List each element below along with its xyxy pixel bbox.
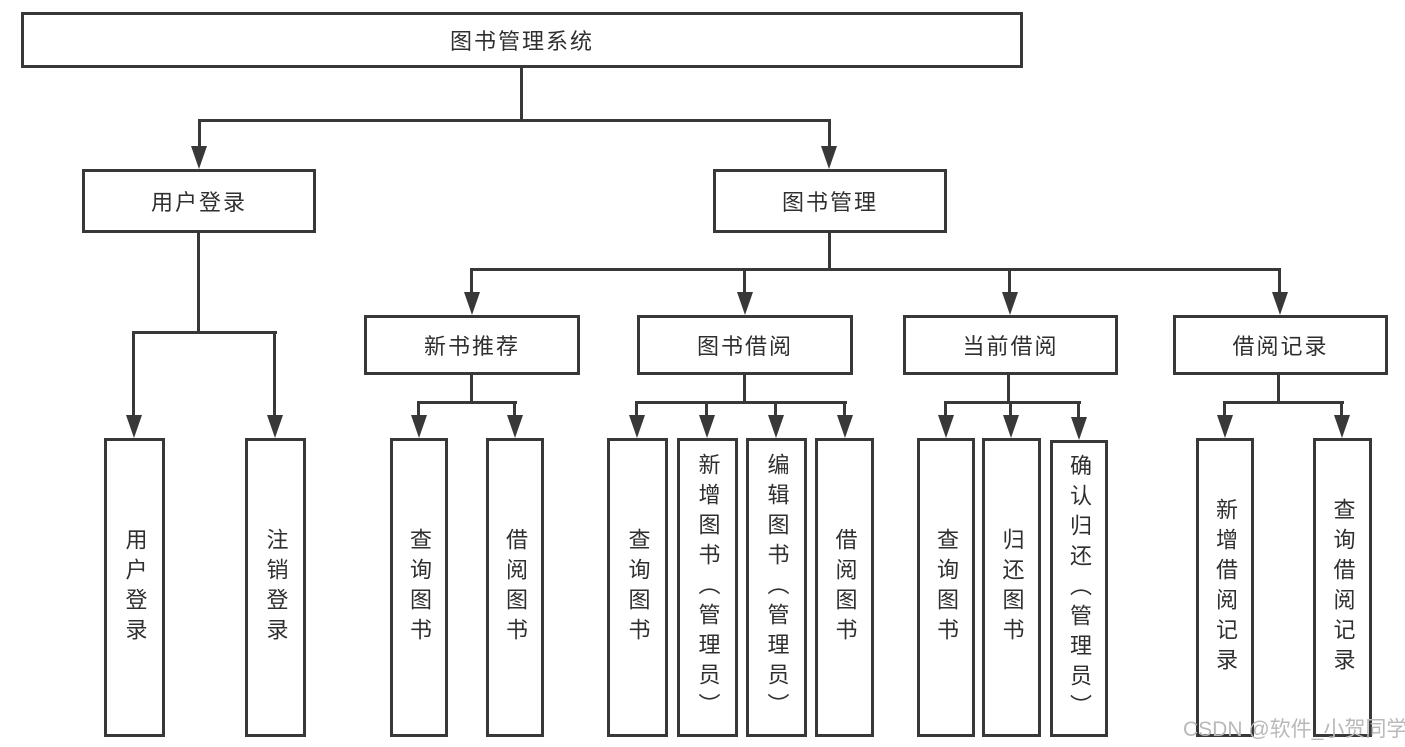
arrowhead-down-icon [507,415,523,438]
node-leaf-confirm-return-admin-label: 确认归还（管理员） [1067,453,1092,724]
node-leaf-borrow-book-2: 借阅图书 [815,438,874,737]
node-leaf-add-borrow-record: 新增借阅记录 [1196,438,1254,737]
connector-bookmgmt-shaft [1008,268,1011,294]
connector-borrowing-bar [635,401,847,404]
arrowhead-down-icon [191,146,207,169]
connector-root-bar [198,119,831,122]
connector-borrowing-shaft [843,401,846,417]
connector-userlogin-trunk [197,233,200,334]
connector-records-shaft [1340,401,1343,417]
connector-userlogin-shaft [132,331,135,415]
node-leaf-borrow-book-2-label: 借阅图书 [832,527,858,648]
node-current-borrowing: 当前借阅 [903,315,1118,375]
arrowhead-down-icon [821,146,837,169]
node-leaf-query-book-1: 查询图书 [390,438,448,737]
arrowhead-down-icon [267,415,283,438]
arrowhead-down-icon [837,415,853,438]
connector-newbook-trunk [470,375,473,404]
node-leaf-query-book-3: 查询图书 [917,438,975,737]
node-leaf-query-book-1-label: 查询图书 [407,527,432,648]
connector-newbook-bar [417,401,517,404]
node-library-system: 图书管理系统 [21,12,1023,68]
node-book-borrowing: 图书借阅 [637,315,853,375]
node-leaf-return-book: 归还图书 [982,438,1041,737]
connector-bookmgmt-shaft [1278,268,1281,294]
node-borrowing-records: 借阅记录 [1173,315,1388,375]
node-leaf-user-login-label: 用户登录 [122,527,148,648]
node-leaf-query-borrow-record: 查询借阅记录 [1313,438,1372,737]
arrowhead-down-icon [1002,292,1018,315]
node-leaf-user-login: 用户登录 [104,438,165,737]
connector-borrowing-shaft [774,401,777,417]
connector-current-shaft [1009,401,1012,417]
connector-borrowing-shaft [635,401,638,417]
node-leaf-query-book-2: 查询图书 [607,438,668,737]
connector-userlogin-bar [132,331,277,334]
node-leaf-borrow-book-1: 借阅图书 [486,438,544,737]
node-leaf-edit-book-admin-label: 编辑图书（管理员） [764,452,790,723]
node-user-login: 用户登录 [82,169,316,233]
arrowhead-down-icon [126,415,142,438]
connector-root-left-shaft [198,119,201,148]
node-leaf-confirm-return-admin: 确认归还（管理员） [1050,440,1108,737]
arrowhead-down-icon [1003,415,1019,438]
node-new-book-recommend-label: 新书推荐 [423,334,520,359]
node-leaf-add-book-admin: 新增图书（管理员） [677,438,738,737]
connector-bookmgmt-shaft [470,268,473,294]
connector-root-right-shaft [828,119,831,148]
connector-current-shaft [944,401,947,417]
node-leaf-add-borrow-record-label: 新增借阅记录 [1213,497,1238,678]
node-book-borrowing-label: 图书借阅 [696,334,793,359]
connector-current-shaft [1077,401,1080,417]
arrowhead-down-icon [938,415,954,438]
connector-bookmgmt-bar [470,268,1281,271]
node-current-borrowing-label: 当前借阅 [962,334,1059,359]
connector-current-bar [944,401,1081,404]
node-leaf-add-book-admin-label: 新增图书（管理员） [695,452,721,723]
node-library-system-label: 图书管理系统 [449,29,594,54]
arrowhead-down-icon [768,415,784,438]
arrowhead-down-icon [1071,417,1087,440]
arrowhead-down-icon [699,415,715,438]
connector-newbook-shaft [513,401,516,417]
node-leaf-borrow-book-1-label: 借阅图书 [503,527,528,648]
node-new-book-recommend: 新书推荐 [364,315,580,375]
arrowhead-down-icon [737,292,753,315]
connector-current-trunk [1007,375,1010,404]
arrowhead-down-icon [1272,292,1288,315]
arrowhead-down-icon [629,415,645,438]
node-leaf-query-borrow-record-label: 查询借阅记录 [1330,497,1356,678]
csdn-watermark: CSDN @软件_小贺同学 [1183,718,1405,741]
node-borrowing-records-label: 借阅记录 [1232,334,1329,359]
node-leaf-edit-book-admin: 编辑图书（管理员） [746,438,807,737]
connector-root-trunk [520,68,523,120]
connector-borrowing-trunk [743,375,746,404]
node-leaf-query-book-3-label: 查询图书 [934,527,959,648]
connector-bookmgmt-shaft [743,268,746,294]
connector-newbook-shaft [417,401,420,417]
node-book-management: 图书管理 [713,169,947,233]
connector-records-shaft [1223,401,1226,417]
connector-userlogin-shaft [273,331,276,415]
node-leaf-return-book-label: 归还图书 [999,527,1025,648]
arrowhead-down-icon [1334,415,1350,438]
arrowhead-down-icon [1217,415,1233,438]
node-leaf-query-book-2-label: 查询图书 [625,527,651,648]
arrowhead-down-icon [464,292,480,315]
connector-records-trunk [1277,375,1280,404]
connector-records-bar [1223,401,1344,404]
connector-bookmgmt-trunk [828,233,831,271]
node-leaf-logout-label: 注销登录 [263,527,289,648]
connector-borrowing-shaft [705,401,708,417]
arrowhead-down-icon [411,415,427,438]
node-leaf-logout: 注销登录 [245,438,306,737]
node-user-login-label: 用户登录 [150,190,247,215]
node-book-management-label: 图书管理 [781,190,878,215]
